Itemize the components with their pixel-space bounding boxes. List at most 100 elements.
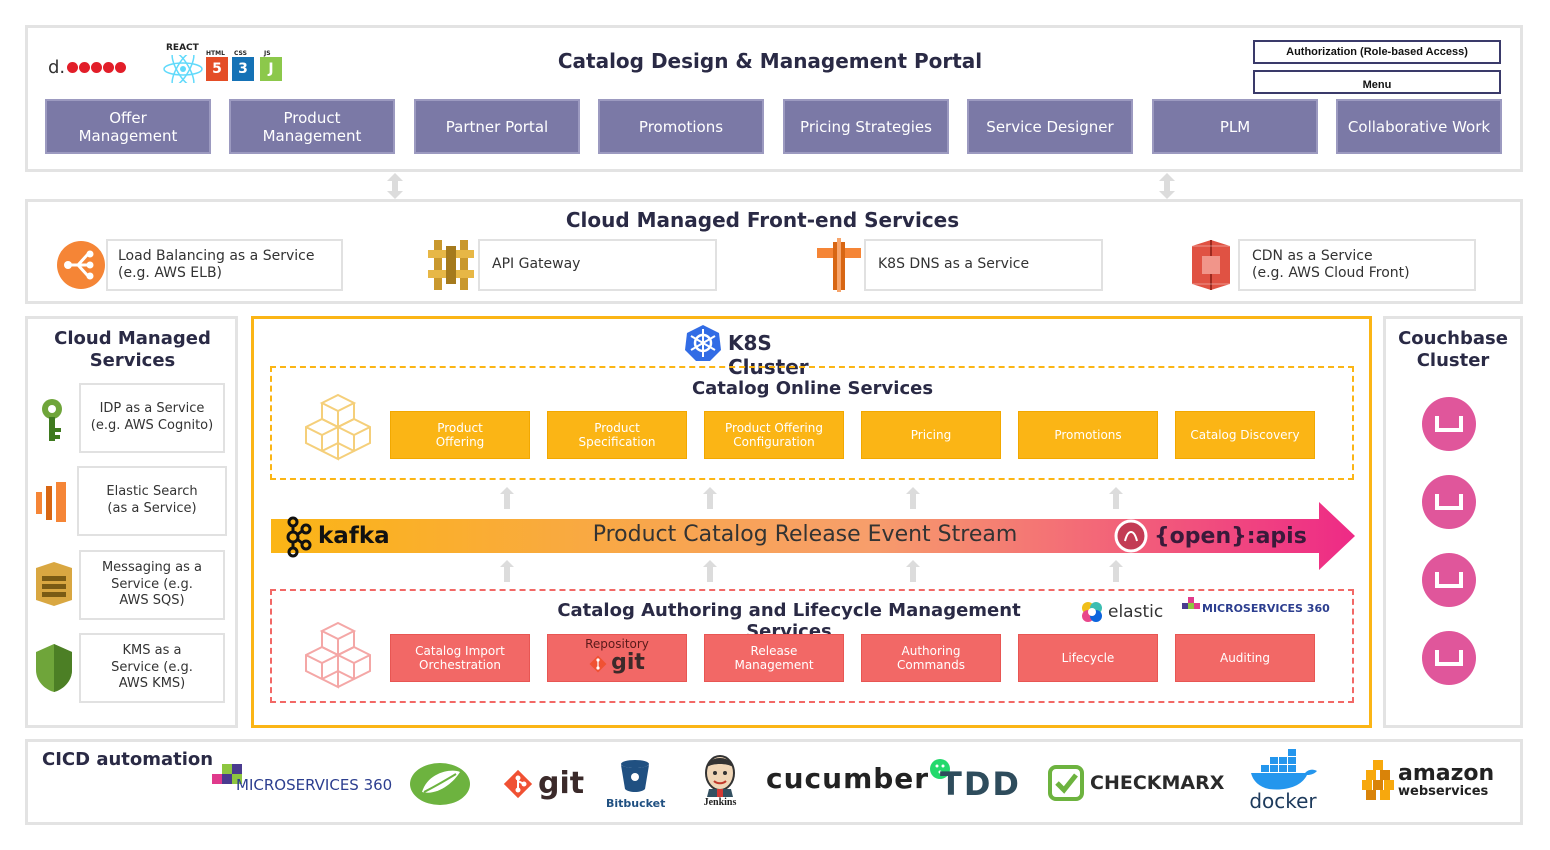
- shield-icon: [36, 644, 72, 692]
- up-arrow-icon: [1109, 560, 1123, 582]
- html5-icon: 5: [206, 57, 228, 81]
- cloud-service-messaging[interactable]: Messaging as a Service (e.g. AWS SQS): [79, 550, 225, 620]
- cloud-service-kms[interactable]: KMS as a Service (e.g. AWS KMS): [79, 633, 225, 703]
- api-gateway-icon: [428, 240, 474, 290]
- couchbase-title: Couchbase Cluster: [1398, 328, 1508, 371]
- cloud-service-elastic[interactable]: Elastic Search (as a Service): [77, 466, 227, 536]
- up-arrow-icon: [906, 560, 920, 582]
- frontend-service-lb[interactable]: Load Balancing as a Service (e.g. AWS EL…: [106, 239, 343, 291]
- openapis-label: {open}:apis: [1154, 523, 1307, 549]
- up-arrow-icon: [703, 487, 717, 509]
- online-service-offering-configuration[interactable]: Product Offering Configuration: [704, 411, 844, 459]
- online-service-catalog-discovery[interactable]: Catalog Discovery: [1175, 411, 1315, 459]
- cucumber-label: cucumber: [766, 762, 930, 795]
- ms360-label: MICROSERVICES 360: [236, 776, 393, 794]
- jenkins-logo: Jenkins: [696, 753, 744, 808]
- ms360-label-small: MICROSERVICES 360: [1202, 602, 1330, 615]
- bitbucket-logo: Bitbucket: [606, 759, 665, 810]
- service-line1: CDN as a Service: [1252, 247, 1373, 264]
- docker-logo: docker: [1245, 749, 1321, 813]
- docker-icon: [1251, 749, 1317, 790]
- aws-icon: [1362, 760, 1394, 800]
- brand-logo: d.: [48, 57, 127, 78]
- menu-button[interactable]: Menu: [1253, 70, 1501, 94]
- cucumber-icon: [930, 759, 951, 779]
- online-service-product-offering[interactable]: Product Offering: [390, 411, 530, 459]
- spring-icon: [410, 763, 470, 805]
- module-offer-management[interactable]: Offer Management: [45, 99, 211, 154]
- double-arrow-icon: [1159, 173, 1175, 199]
- event-stream-label: Product Catalog Release Event Stream: [592, 522, 1018, 547]
- frontend-title: Cloud Managed Front-end Services: [565, 208, 960, 232]
- ms360-icon: [212, 764, 242, 784]
- tech-stack-logos: REACT HTML 5 CSS 3 JS J: [160, 43, 290, 85]
- service-line2: (e.g. AWS ELB): [118, 265, 223, 281]
- frontend-service-api-gateway[interactable]: API Gateway: [478, 239, 717, 291]
- cubes-icon: [305, 621, 371, 689]
- authoring-service-auditing[interactable]: Auditing: [1175, 634, 1315, 682]
- online-service-promotions[interactable]: Promotions: [1018, 411, 1158, 459]
- online-service-product-specification[interactable]: Product Specification: [547, 411, 687, 459]
- authoring-service-lifecycle[interactable]: Lifecycle: [1018, 634, 1158, 682]
- css-label: CSS: [234, 50, 247, 57]
- module-service-designer[interactable]: Service Designer: [967, 99, 1133, 154]
- react-label: REACT: [166, 43, 199, 53]
- search-service-icon: [36, 482, 66, 522]
- checkmarx-logo: CHECKMARX: [1048, 765, 1224, 801]
- kubernetes-icon: [685, 325, 721, 361]
- js-label: JS: [264, 50, 271, 57]
- ms360-logo: MICROSERVICES 360: [212, 764, 393, 794]
- up-arrow-icon: [1109, 487, 1123, 509]
- up-arrow-icon: [703, 560, 717, 582]
- module-plm[interactable]: PLM: [1152, 99, 1318, 154]
- online-service-pricing[interactable]: Pricing: [861, 411, 1001, 459]
- checkmarx-label: CHECKMARX: [1090, 772, 1225, 794]
- frontend-service-dns[interactable]: K8S DNS as a Service: [864, 239, 1103, 291]
- couchbase-node-icon: [1422, 553, 1476, 607]
- up-arrow-icon: [500, 487, 514, 509]
- kafka-icon: [286, 516, 312, 558]
- aws-logo: amazon webservices: [1362, 760, 1494, 800]
- service-line2: (e.g. AWS Cloud Front): [1252, 265, 1410, 281]
- authoring-service-release[interactable]: Release Management: [704, 634, 844, 682]
- module-product-management[interactable]: Product Management: [229, 99, 395, 154]
- jenkins-icon: [705, 755, 735, 797]
- kafka-label: kafka: [318, 523, 390, 549]
- elastic-icon: [1082, 602, 1102, 622]
- git-tool-icon: [503, 769, 533, 798]
- jenkins-label: Jenkins: [703, 797, 737, 808]
- module-promotions[interactable]: Promotions: [598, 99, 764, 154]
- up-arrow-icon: [906, 487, 920, 509]
- service-line1: K8S DNS as a Service: [878, 256, 1030, 273]
- aws-text: amazon webservices: [1398, 762, 1494, 799]
- elastic-logo: elastic: [1080, 600, 1163, 624]
- up-arrow-icon: [500, 560, 514, 582]
- event-stream-arrow: [271, 502, 1355, 570]
- authoring-service-commands[interactable]: Authoring Commands: [861, 634, 1001, 682]
- elastic-label: elastic: [1108, 602, 1164, 622]
- html-label: HTML: [206, 50, 225, 57]
- cicd-title: CICD automation: [42, 749, 214, 770]
- js-icon: J: [260, 57, 282, 81]
- git-tool-label: git: [538, 766, 585, 801]
- double-arrow-icon: [387, 173, 403, 199]
- service-line1: API Gateway: [492, 256, 581, 273]
- k8s-cluster-panel: [251, 316, 1372, 728]
- openapis-logo: {open}:apis: [1114, 519, 1307, 553]
- module-collaborative-work[interactable]: Collaborative Work: [1336, 99, 1502, 154]
- load-balancer-icon: [57, 241, 105, 289]
- cucumber-logo: cucumber: [766, 759, 951, 795]
- frontend-service-cdn[interactable]: CDN as a Service (e.g. AWS Cloud Front): [1238, 239, 1476, 291]
- authoring-service-repository[interactable]: Repository git: [547, 634, 687, 682]
- authorization-button[interactable]: Authorization (Role-based Access): [1253, 40, 1501, 64]
- ms360-icon: [1182, 597, 1200, 609]
- bitbucket-icon: [621, 760, 649, 792]
- authoring-service-import[interactable]: Catalog Import Orchestration: [390, 634, 530, 682]
- cubes-icon: [305, 393, 371, 461]
- module-partner-portal[interactable]: Partner Portal: [414, 99, 580, 154]
- git-tool-logo: git: [503, 766, 584, 801]
- cloud-service-idp[interactable]: IDP as a Service (e.g. AWS Cognito): [79, 383, 225, 453]
- module-pricing-strategies[interactable]: Pricing Strategies: [783, 99, 949, 154]
- aws-webservices-label: webservices: [1398, 783, 1489, 799]
- couchbase-node-icon: [1422, 397, 1476, 451]
